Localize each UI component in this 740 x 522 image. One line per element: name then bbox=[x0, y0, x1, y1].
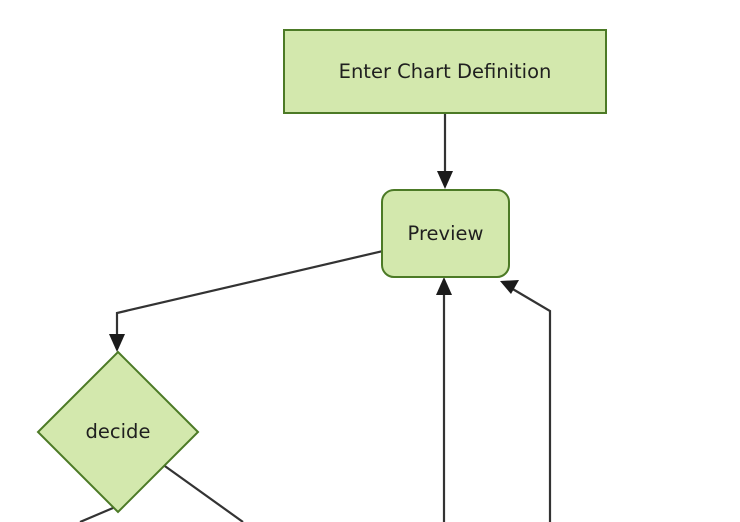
edge-layer bbox=[79, 113, 552, 522]
edge-bottom-center-to-preview bbox=[436, 277, 452, 522]
node-decide[interactable] bbox=[36, 350, 200, 514]
edge-decide-right-outgoing-line bbox=[161, 463, 244, 522]
edge-decide-right-outgoing bbox=[161, 463, 244, 522]
edge-enter-to-preview bbox=[437, 113, 453, 189]
edge-preview-to-decide bbox=[109, 249, 384, 352]
node-preview[interactable] bbox=[381, 189, 510, 278]
edge-bottom-right-to-preview bbox=[500, 280, 552, 522]
edge-decide-bottom-outgoing-line bbox=[79, 506, 114, 522]
edge-bottom-center-to-preview-arrowhead bbox=[436, 277, 452, 295]
edge-preview-to-decide-arrowhead bbox=[109, 334, 125, 352]
node-enter-chart-definition[interactable] bbox=[283, 29, 607, 114]
node-layer bbox=[36, 29, 607, 514]
edge-enter-to-preview-arrowhead bbox=[437, 171, 453, 189]
edge-preview-to-decide-line bbox=[115, 249, 384, 341]
edge-decide-bottom-outgoing bbox=[79, 506, 114, 522]
edge-bottom-right-to-preview-arrowhead bbox=[500, 280, 519, 294]
edge-bottom-right-to-preview-line bbox=[510, 287, 552, 522]
